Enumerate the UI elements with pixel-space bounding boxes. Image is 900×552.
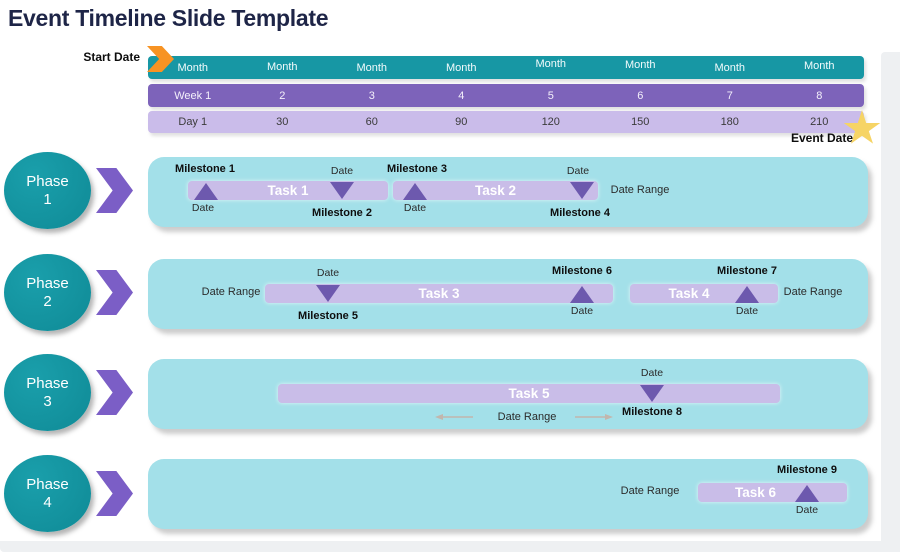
- date-label: Date: [570, 305, 594, 317]
- day-cell: 210: [810, 116, 829, 128]
- date-label: Date: [735, 305, 759, 317]
- event-date-label: Event Date: [790, 131, 853, 145]
- week-cell: Week 1: [174, 89, 212, 102]
- month-row: Month Month Month Month Month Month Mont…: [148, 56, 864, 79]
- task-2-bar: Task 2: [393, 181, 598, 200]
- phase-2-chevron-icon: [96, 270, 133, 315]
- milestone-3-label: Milestone 3: [387, 163, 447, 175]
- phase-4-lane: Milestone 9 Date Range Task 6 Date: [148, 459, 868, 529]
- phase-1-chevron-icon: [96, 168, 133, 213]
- phase-number: 1: [43, 190, 52, 208]
- week-cell: 7: [726, 89, 733, 102]
- week-cell: 2: [279, 89, 286, 102]
- day-cell: 150: [631, 116, 650, 128]
- task-3-bar: Task 3: [265, 284, 613, 303]
- day-cell: 30: [276, 116, 289, 128]
- date-range-label: Date Range: [610, 184, 670, 196]
- milestone-8-label: Milestone 8: [622, 406, 682, 418]
- week-cell: 3: [368, 89, 375, 102]
- day-cell: 180: [720, 116, 739, 128]
- month-cell: Month: [535, 57, 567, 70]
- month-cell: Month: [266, 60, 298, 73]
- phase-label: Phase: [26, 274, 69, 292]
- milestone-2-label: Milestone 2: [312, 207, 372, 219]
- phase-3-lane: Date Task 5 Milestone 8 Date Range: [148, 359, 868, 429]
- week-cell: 6: [637, 89, 644, 102]
- date-label: Date: [316, 267, 340, 279]
- slide-bottom-edge: [0, 541, 886, 552]
- day-cell: 60: [365, 116, 378, 128]
- milestone-9-label: Milestone 9: [777, 464, 837, 476]
- week-row: Week 1 2 3 4 5 6 7 8: [148, 84, 864, 107]
- milestone-6-label: Milestone 6: [552, 265, 612, 277]
- date-range-right-arrow-icon: [575, 414, 613, 420]
- phase-label: Phase: [26, 475, 69, 493]
- month-cell: Month: [624, 58, 656, 71]
- month-cell: Month: [714, 61, 746, 74]
- phase-4-circle: Phase 4: [4, 455, 91, 532]
- phase-3-circle: Phase 3: [4, 354, 91, 431]
- day-cell: 90: [455, 116, 468, 128]
- phase-2-circle: Phase 2: [4, 254, 91, 331]
- phase-number: 4: [43, 493, 52, 511]
- phase-2-lane: Date Range Date Milestone 6 Milestone 7 …: [148, 259, 868, 329]
- day-cell: Day 1: [178, 116, 208, 128]
- phase-4-chevron-icon: [96, 471, 133, 516]
- date-range-left-arrow-icon: [435, 414, 473, 420]
- month-cell: Month: [356, 61, 388, 74]
- milestone-1-label: Milestone 1: [175, 163, 235, 175]
- week-cell: 5: [547, 89, 554, 102]
- date-range-label: Date Range: [497, 411, 557, 423]
- milestone-4-label: Milestone 4: [550, 207, 610, 219]
- date-label: Date: [330, 165, 354, 177]
- week-cell: 8: [816, 89, 823, 102]
- phase-label: Phase: [26, 374, 69, 392]
- day-row: Day 1 30 60 90 120 150 180 210: [148, 111, 864, 133]
- slide-right-edge: [881, 52, 900, 552]
- milestone-5-label: Milestone 5: [298, 310, 358, 322]
- page-title: Event Timeline Slide Template: [8, 5, 329, 31]
- date-label: Date: [566, 165, 590, 177]
- month-cell: Month: [445, 61, 477, 74]
- phase-number: 3: [43, 392, 52, 410]
- date-label: Date: [191, 202, 215, 214]
- date-range-label: Date Range: [620, 485, 680, 497]
- start-date-label: Start Date: [83, 50, 140, 64]
- month-cell: Month: [803, 59, 835, 72]
- date-range-label: Date Range: [201, 286, 261, 298]
- milestone-7-label: Milestone 7: [717, 265, 777, 277]
- phase-1-lane: Milestone 1 Date Milestone 3 Date Task 1…: [148, 157, 868, 227]
- day-cell: 120: [541, 116, 560, 128]
- task-1-bar: Task 1: [188, 181, 388, 200]
- date-label: Date: [403, 202, 427, 214]
- phase-number: 2: [43, 292, 52, 310]
- date-range-label: Date Range: [783, 286, 843, 298]
- task-6-bar: Task 6: [698, 483, 847, 502]
- date-label: Date: [640, 367, 664, 379]
- phase-label: Phase: [26, 172, 69, 190]
- task-5-bar: Task 5: [278, 384, 780, 403]
- date-label: Date: [795, 504, 819, 516]
- phase-1-circle: Phase 1: [4, 152, 91, 229]
- phase-3-chevron-icon: [96, 370, 133, 415]
- month-cell: Month: [177, 61, 209, 74]
- week-cell: 4: [458, 89, 465, 102]
